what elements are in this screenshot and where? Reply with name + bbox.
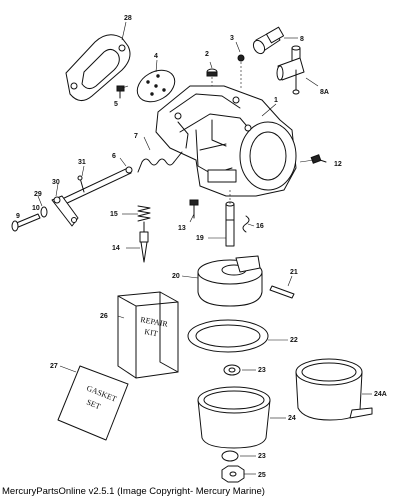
part-washer-29: [40, 206, 48, 218]
part-gasket-flange: [65, 34, 131, 101]
part-tee-fitting-8a: [276, 45, 305, 95]
callout-9: 9: [16, 213, 20, 220]
part-washer-23b: [221, 450, 239, 462]
callout-12: 12: [334, 161, 342, 168]
gasket-set-envelope: GASKET SET: [57, 365, 129, 441]
callout-16: 16: [256, 223, 264, 230]
part-plug-2: [206, 68, 218, 77]
part-elbow-fitting-8: [252, 26, 285, 55]
callout-25: 25: [258, 472, 266, 479]
part-gasket-ring-22: [187, 319, 269, 353]
callout-10: 10: [32, 205, 40, 212]
callout-4: 4: [154, 53, 158, 60]
part-shaft-6: [59, 166, 133, 206]
callout-26: 26: [100, 313, 108, 320]
part-screw-12: [310, 154, 327, 164]
callout-21: 21: [290, 269, 298, 276]
callout-23-lower: 23: [258, 453, 266, 460]
part-disk: [136, 69, 176, 103]
part-screw-5: [116, 85, 125, 99]
part-pin-21: [269, 285, 295, 299]
callout-7: 7: [134, 133, 138, 140]
callout-1: 1: [274, 97, 278, 104]
callout-20: 20: [172, 273, 180, 280]
callout-23-upper: 23: [258, 367, 266, 374]
part-clip-16: [242, 215, 250, 233]
callout-29: 29: [34, 191, 42, 198]
part-pin-31: [77, 175, 85, 193]
part-screw-13: [189, 199, 199, 219]
callout-8a: 8A: [320, 89, 329, 96]
repair-kit-box: REPAIR KIT: [117, 291, 179, 379]
part-pin-19: [225, 201, 235, 247]
callout-28: 28: [124, 15, 132, 22]
callout-6: 6: [112, 153, 116, 160]
callout-5: 5: [114, 101, 118, 108]
callout-13: 13: [178, 225, 186, 232]
callout-30: 30: [52, 179, 60, 186]
part-nut-25: [221, 465, 245, 483]
callout-8: 8: [300, 36, 304, 43]
part-spring-7: [137, 151, 183, 173]
part-float-bowl-24: [197, 386, 271, 449]
callout-27: 27: [50, 363, 58, 370]
callout-3: 3: [230, 35, 234, 42]
part-carburetor-body: [155, 85, 297, 197]
part-washer-23a: [223, 364, 241, 376]
callout-2: 2: [205, 51, 209, 58]
callout-24: 24: [288, 415, 296, 422]
callout-24a: 24A: [374, 391, 387, 398]
part-ball-3: [237, 54, 245, 62]
copyright-footer: MercuryPartsOnline v2.5.1 (Image Copyrig…: [2, 486, 265, 497]
part-needle-14: [139, 221, 149, 263]
callout-15: 15: [110, 211, 118, 218]
part-screw-9: [11, 213, 41, 232]
callout-22: 22: [290, 337, 298, 344]
part-float-bowl-24a: [295, 358, 373, 421]
part-float-20: [197, 255, 263, 307]
part-lever-30: [51, 195, 79, 227]
callout-31: 31: [78, 159, 86, 166]
callout-19: 19: [196, 235, 204, 242]
part-spring-15: [137, 205, 151, 222]
repair-kit-line2: KIT: [144, 327, 159, 338]
callout-14: 14: [112, 245, 120, 252]
